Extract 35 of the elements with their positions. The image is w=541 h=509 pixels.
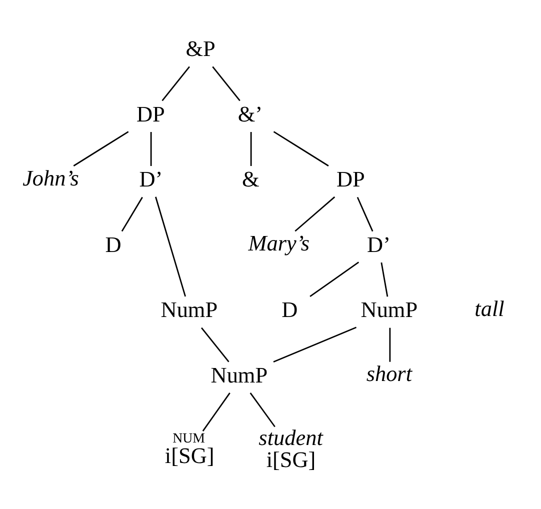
node-text: short: [366, 360, 412, 386]
connector: [273, 130, 329, 166]
connector: [250, 132, 252, 166]
connector: [202, 392, 230, 431]
node-text: John’s: [22, 164, 79, 190]
node-text: &P: [186, 36, 216, 61]
connector: [380, 262, 388, 296]
connector: [162, 66, 190, 101]
node-text: D’: [367, 231, 390, 256]
node-text: D’: [139, 166, 163, 192]
connector: [73, 130, 129, 166]
label: tall: [474, 295, 504, 320]
node-text: student i[SG]: [258, 424, 323, 472]
node-text: &’: [238, 100, 263, 126]
node-text: NumP: [160, 296, 218, 322]
node-text: DP: [336, 166, 365, 192]
node-text: NumP: [360, 296, 418, 322]
node-text: D: [105, 231, 122, 256]
node-text: Mary’s: [248, 230, 310, 256]
connector: [212, 66, 240, 101]
connector: [273, 326, 357, 362]
connector: [310, 261, 360, 296]
connector: [155, 196, 186, 296]
node-text: NUM i[SG]: [164, 431, 214, 468]
connector: [250, 392, 276, 427]
connector: [356, 196, 374, 232]
node-text: DP: [136, 100, 165, 126]
connector: [389, 327, 391, 362]
node-text: &: [242, 166, 260, 192]
connector: [121, 196, 143, 232]
connector: [150, 132, 152, 166]
connector: [294, 196, 336, 232]
connector: [201, 326, 230, 362]
node-text: D: [282, 296, 298, 322]
node-text: NumP: [210, 362, 268, 387]
